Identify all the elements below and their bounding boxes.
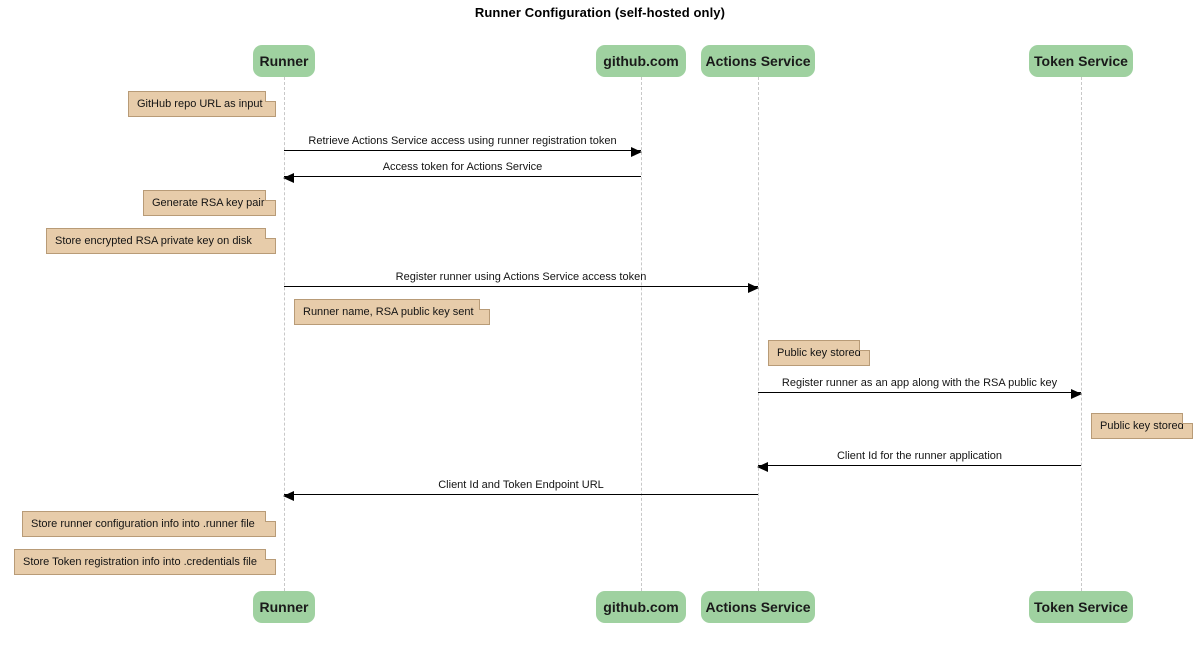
- message-label: Retrieve Actions Service access using ru…: [308, 135, 617, 147]
- note-text: GitHub repo URL as input: [137, 98, 263, 110]
- participant-actions-bottom[interactable]: Actions Service: [701, 591, 815, 623]
- participant-label: Actions Service: [705, 599, 811, 615]
- participant-label: github.com: [603, 53, 679, 69]
- participant-github-bottom[interactable]: github.com: [596, 591, 686, 623]
- note-public-key-stored-actions[interactable]: Public key stored: [768, 340, 870, 366]
- note-fold-corner-icon: [265, 228, 276, 239]
- message-line: [283, 172, 641, 183]
- arrowhead-right-icon: [748, 282, 759, 293]
- note-fold-corner-icon: [1182, 413, 1193, 424]
- note-fold-corner-icon: [265, 511, 276, 522]
- note-text: Store Token registration info into .cred…: [23, 556, 257, 568]
- participant-label: Actions Service: [705, 53, 811, 69]
- note-text: Generate RSA key pair: [152, 197, 265, 209]
- note-runner-name-key[interactable]: Runner name, RSA public key sent: [294, 299, 490, 325]
- note-text: Runner name, RSA public key sent: [303, 306, 474, 318]
- message-label: Register runner using Actions Service ac…: [395, 271, 647, 283]
- participant-label: Token Service: [1034, 599, 1128, 615]
- arrowhead-right-icon: [1071, 388, 1082, 399]
- page-title: Runner Configuration (self-hosted only): [474, 5, 726, 20]
- participant-runner-bottom[interactable]: Runner: [253, 591, 315, 623]
- lifeline-runner: [284, 77, 285, 591]
- message-label: Client Id and Token Endpoint URL: [438, 479, 604, 491]
- note-text: Store encrypted RSA private key on disk: [55, 235, 252, 247]
- participant-token-bottom[interactable]: Token Service: [1029, 591, 1133, 623]
- participant-actions-top[interactable]: Actions Service: [701, 45, 815, 77]
- msg-client-id-token-url[interactable]: Client Id and Token Endpoint URL: [283, 473, 758, 501]
- arrowhead-left-icon: [757, 461, 768, 472]
- msg-register-runner-app[interactable]: Register runner as an app along with the…: [758, 371, 1082, 399]
- message-line: [758, 388, 1082, 399]
- note-store-token-registration[interactable]: Store Token registration info into .cred…: [14, 549, 276, 575]
- message-label: Register runner as an app along with the…: [781, 377, 1058, 389]
- participant-label: Runner: [259, 53, 309, 69]
- note-fold-corner-icon: [479, 299, 490, 310]
- note-text: Public key stored: [777, 347, 861, 359]
- message-label: Client Id for the runner application: [836, 450, 1003, 462]
- msg-client-id[interactable]: Client Id for the runner application: [757, 444, 1081, 472]
- note-fold-corner-icon: [265, 91, 276, 102]
- note-text: Store runner configuration info into .ru…: [31, 518, 255, 530]
- note-public-key-stored-token[interactable]: Public key stored: [1091, 413, 1193, 439]
- note-store-private-key[interactable]: Store encrypted RSA private key on disk: [46, 228, 276, 254]
- message-line: [284, 146, 642, 157]
- participant-label: Token Service: [1034, 53, 1128, 69]
- arrowhead-left-icon: [283, 172, 294, 183]
- note-generate-rsa[interactable]: Generate RSA key pair: [143, 190, 276, 216]
- participant-token-top[interactable]: Token Service: [1029, 45, 1133, 77]
- message-line: [757, 461, 1081, 472]
- participant-label: Runner: [259, 599, 309, 615]
- note-fold-corner-icon: [265, 190, 276, 201]
- lifeline-github: [641, 77, 642, 591]
- note-github-repo-url[interactable]: GitHub repo URL as input: [128, 91, 276, 117]
- participant-runner-top[interactable]: Runner: [253, 45, 315, 77]
- msg-access-token[interactable]: Access token for Actions Service: [283, 155, 641, 183]
- arrowhead-right-icon: [631, 146, 642, 157]
- note-text: Public key stored: [1100, 420, 1184, 432]
- participant-github-top[interactable]: github.com: [596, 45, 686, 77]
- msg-retrieve-actions-access[interactable]: Retrieve Actions Service access using ru…: [284, 129, 642, 157]
- note-store-runner-config[interactable]: Store runner configuration info into .ru…: [22, 511, 276, 537]
- lifeline-actions: [758, 77, 759, 591]
- msg-register-runner[interactable]: Register runner using Actions Service ac…: [284, 265, 759, 293]
- note-fold-corner-icon: [859, 340, 870, 351]
- note-fold-corner-icon: [265, 549, 276, 560]
- participant-label: github.com: [603, 599, 679, 615]
- message-label: Access token for Actions Service: [382, 161, 543, 173]
- message-line: [283, 490, 758, 501]
- lifeline-token: [1081, 77, 1082, 591]
- arrowhead-left-icon: [283, 490, 294, 501]
- message-line: [284, 282, 759, 293]
